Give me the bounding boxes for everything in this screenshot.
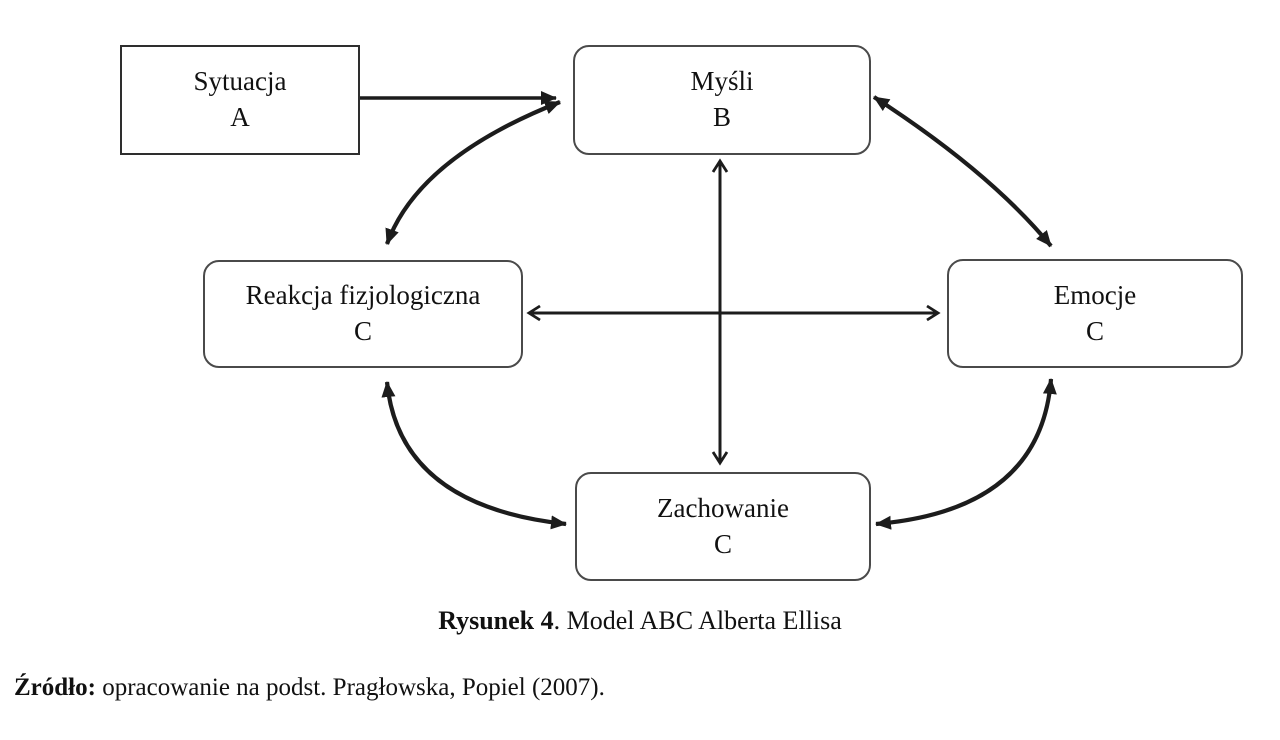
source-line: Źródło: opracowanie na podst. Pragłowska…	[14, 674, 1114, 702]
node-sytuacja-label: Sytuacja	[193, 66, 287, 97]
node-sytuacja-letter: A	[230, 102, 250, 132]
arrow-mysli-emocje	[872, 95, 1053, 248]
figure-caption: Rysunek 4. Model ABC Alberta Ellisa	[0, 606, 1280, 636]
node-sytuacja: Sytuacja A	[120, 45, 360, 155]
node-mysli: Myśli B	[573, 45, 871, 155]
source-text: opracowanie na podst. Pragłowska, Popiel…	[95, 674, 605, 701]
node-zachowanie: Zachowanie C	[575, 472, 871, 581]
figure-caption-text: . Model ABC Alberta Ellisa	[553, 606, 842, 635]
node-reakcja-fizjologiczna: Reakcja fizjologiczna C	[203, 260, 523, 368]
arrow-reakcja-zachowanie	[381, 381, 567, 530]
node-zachowanie-letter: C	[713, 528, 732, 559]
node-reakcja-label: Reakcja fizjologiczna	[245, 280, 481, 311]
node-mysli-label: Myśli	[690, 66, 754, 97]
node-reakcja-letter: C	[353, 316, 372, 346]
node-emocje-label: Emocje	[1053, 279, 1137, 310]
node-zachowanie-label: Zachowanie	[657, 492, 789, 523]
node-emocje-letter: C	[1085, 315, 1104, 346]
node-emocje: Emocje C	[947, 259, 1243, 368]
arrow-mysli-reakcja	[385, 100, 561, 245]
node-mysli-letter: B	[712, 102, 731, 132]
arrow-emocje-zachowanie	[875, 378, 1057, 530]
source-label: Źródło:	[14, 674, 96, 701]
figure-caption-number: Rysunek 4	[438, 606, 554, 635]
